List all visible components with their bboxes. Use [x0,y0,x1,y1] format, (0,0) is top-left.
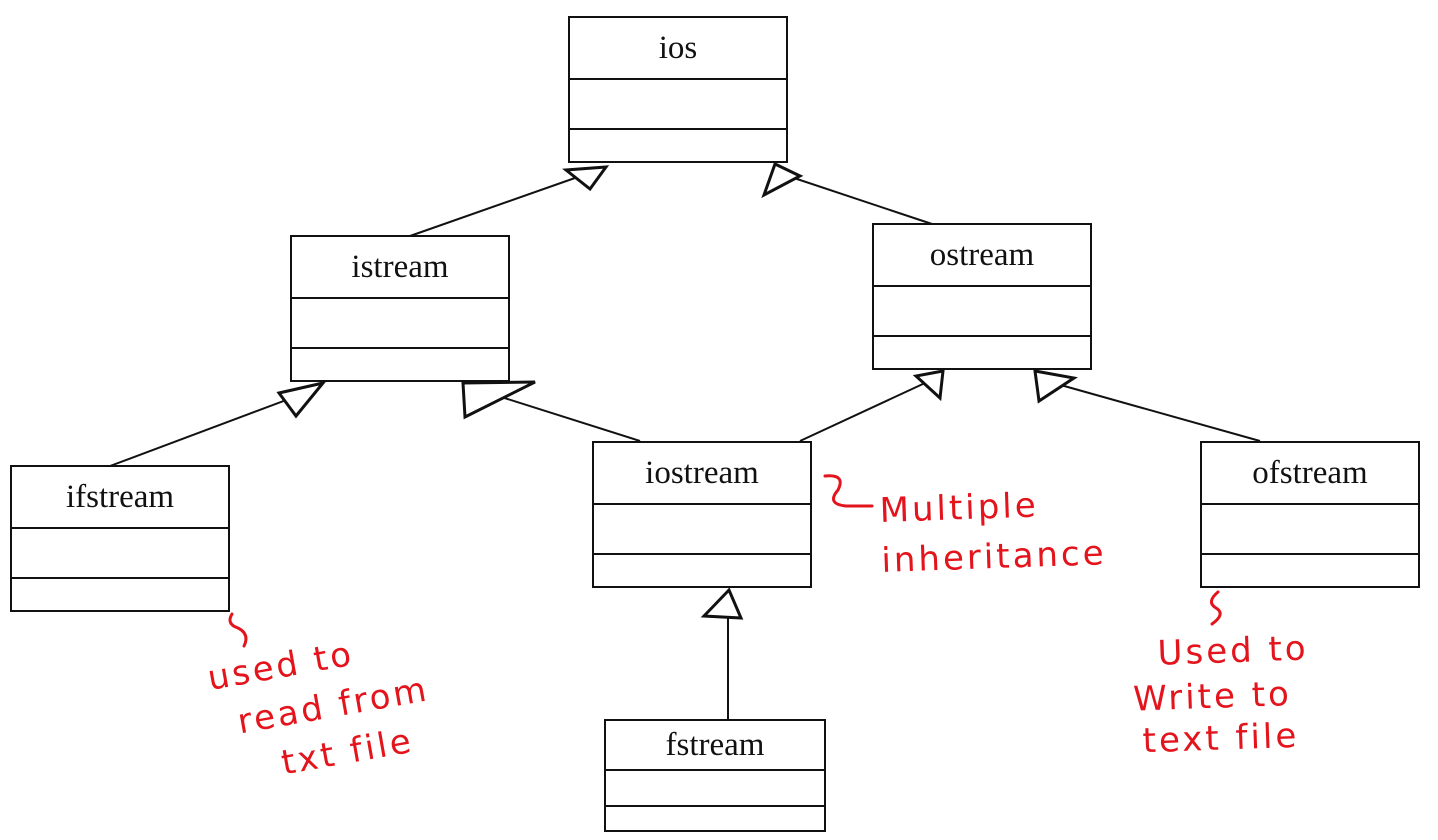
arrowhead-fstream-iostream [700,587,744,620]
edge-ostream-ios [784,174,933,225]
arrowhead-iostream-ostream [912,369,945,402]
class-attributes [12,529,228,579]
class-name: istream [292,237,508,299]
note-multiple-inheritance: Multiple inheritance [879,483,1107,581]
note-ofstream-usage: Used to Write to text file [1131,628,1326,762]
arrowhead-iostream-istream [461,380,536,420]
arrowhead-ofstream-ostream [1033,369,1078,404]
class-name: ofstream [1202,443,1418,505]
arrowhead-istream-ios [562,165,610,192]
edge-istream-ios [409,171,593,237]
edge-ifstream-istream [109,392,306,467]
class-operations [570,130,786,164]
note-connector-ofstream [1210,590,1222,626]
class-ifstream: ifstream [10,465,230,612]
class-operations [1202,555,1418,589]
class-attributes [594,505,810,555]
class-name: ostream [874,225,1090,287]
class-name: iostream [594,443,810,505]
class-operations [874,337,1090,371]
class-operations [292,349,508,383]
class-operations [594,555,810,589]
class-attributes [1202,505,1418,555]
arrowhead-ostream-ios [761,161,804,199]
edge-iostream-ostream [799,382,926,442]
class-istream: istream [290,235,510,382]
class-ofstream: ofstream [1200,441,1420,588]
class-attributes [606,771,824,807]
class-attributes [874,287,1090,337]
class-iostream: iostream [592,441,812,588]
class-attributes [570,80,786,130]
arrowhead-ifstream-istream [276,380,327,419]
class-operations [606,807,824,832]
class-operations [12,579,228,613]
class-name: fstream [606,721,824,771]
class-fstream: fstream [604,719,826,832]
note-connector-iostream [823,474,874,508]
note-ifstream-usage: used to read from txt file [205,620,454,794]
edge-ofstream-ostream [1049,381,1261,442]
class-name: ios [570,18,786,80]
class-name: ifstream [12,467,228,529]
note-connector-ifstream [228,612,248,648]
edge-iostream-istream [494,394,641,442]
class-ios: ios [568,16,788,163]
class-attributes [292,299,508,349]
class-ostream: ostream [872,223,1092,370]
